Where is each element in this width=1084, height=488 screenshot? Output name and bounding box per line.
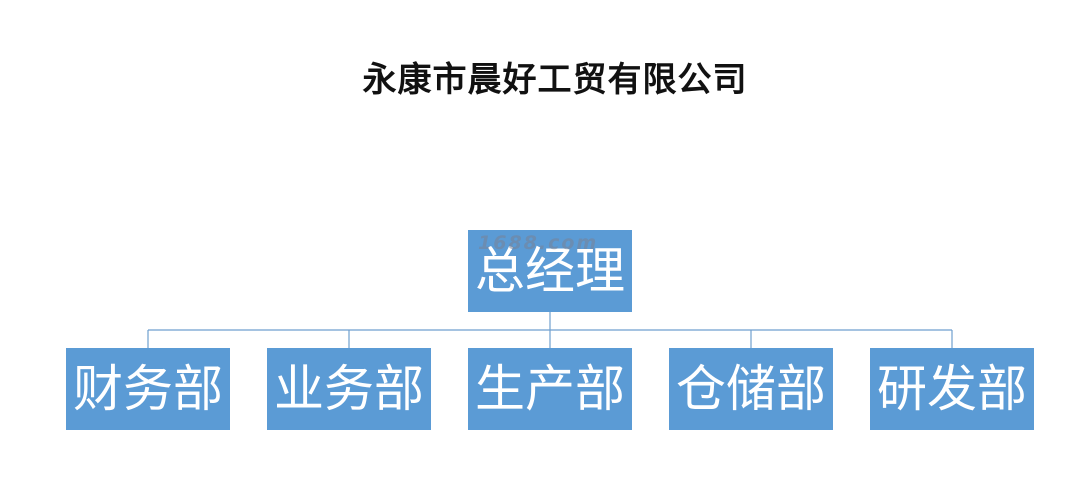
root-node-label: 总经理 [475, 242, 625, 300]
watermark-text: 1688.com [478, 232, 599, 254]
dept-node-production: 生产部 [468, 348, 632, 430]
dept-node-label: 业务部 [274, 360, 424, 418]
dept-node-business: 业务部 [267, 348, 431, 430]
dept-node-finance: 财务部 [66, 348, 230, 430]
dept-node-label: 财务部 [73, 360, 223, 418]
dept-node-warehouse: 仓储部 [669, 348, 833, 430]
dept-node-label: 研发部 [877, 360, 1027, 418]
root-node-general-manager: 总经理 [468, 230, 632, 312]
dept-node-rnd: 研发部 [870, 348, 1034, 430]
dept-node-label: 仓储部 [676, 360, 826, 418]
diagram-title: 永康市晨好工贸有限公司 [362, 60, 748, 100]
dept-node-label: 生产部 [475, 360, 625, 418]
